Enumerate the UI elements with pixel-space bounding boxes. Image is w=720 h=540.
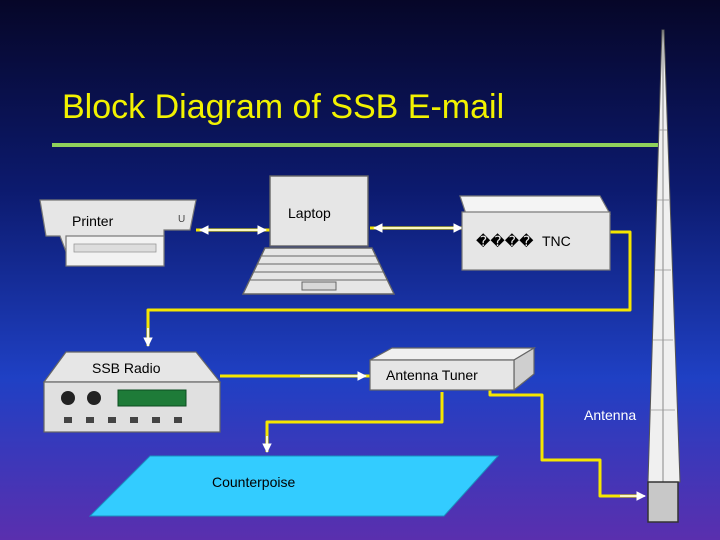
tnc-label: TNC xyxy=(542,233,571,249)
radio-knob-icon xyxy=(61,391,75,405)
wire-tnc-radio xyxy=(146,230,632,346)
counterpoise-label: Counterpoise xyxy=(212,474,295,490)
radio-knob-icon xyxy=(87,391,101,405)
tnc-glyphs: ���� xyxy=(476,233,534,249)
antenna-label: Antenna xyxy=(584,407,636,423)
wire-arrowheads xyxy=(143,223,646,501)
printer-icon: U xyxy=(39,199,197,267)
antenna-icon xyxy=(647,29,681,523)
wire-tuner-counterpoise xyxy=(265,392,444,452)
printer-port-mark: U xyxy=(178,214,185,225)
ssb-radio-icon xyxy=(42,351,222,433)
wire-tuner-antenna xyxy=(488,386,643,498)
antenna-tuner-label: Antenna Tuner xyxy=(386,367,478,383)
title-underline xyxy=(52,143,664,147)
printer-label: Printer xyxy=(72,213,114,229)
ssb-radio-label: SSB Radio xyxy=(92,360,161,376)
tnc-icon xyxy=(459,195,612,271)
antenna-tuner-icon xyxy=(369,346,537,392)
slide-title: Block Diagram of SSB E-mail xyxy=(62,88,505,126)
laptop-icon xyxy=(241,175,396,295)
radio-display xyxy=(117,389,187,407)
counterpoise-plane xyxy=(88,455,500,517)
laptop-label: Laptop xyxy=(288,205,331,221)
antenna-base xyxy=(647,481,679,523)
